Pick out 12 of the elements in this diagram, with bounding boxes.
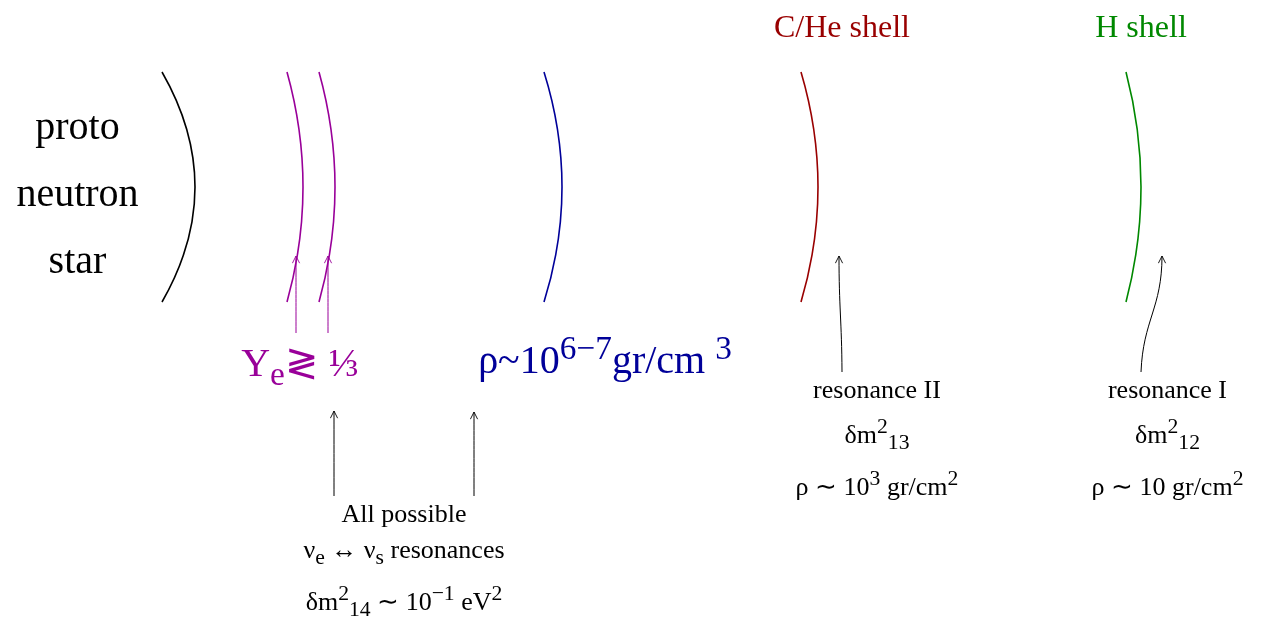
annotation-text: δm$^{2}$$_{14}$ ∼ 10$^{−1}$ eV$^{2}$ <box>304 580 504 619</box>
shell-label: C/He shell <box>773 7 911 46</box>
shell-label: H shell <box>1094 7 1188 46</box>
annotation-text: ν$_{e}$ ↔ ν$_{s}$ resonances <box>302 534 506 572</box>
annotation-text: ρ ∼ 10$^{3}$ gr/cm$^{2}$ <box>794 464 960 503</box>
annotation-text: resonance I <box>1106 374 1229 406</box>
star-label: proto neutron star <box>15 102 140 284</box>
formula-label: ρ~10$^{6−7}$gr/cm $^{3}$ <box>477 328 733 385</box>
annotation-text: ρ ∼ 10 gr/cm$^{2}$ <box>1090 464 1245 503</box>
formula-label: Y$_{e}$≷ ⅓ <box>240 339 360 394</box>
annotation-text: All possible <box>340 498 468 530</box>
annotation-text: resonance II <box>812 374 942 406</box>
